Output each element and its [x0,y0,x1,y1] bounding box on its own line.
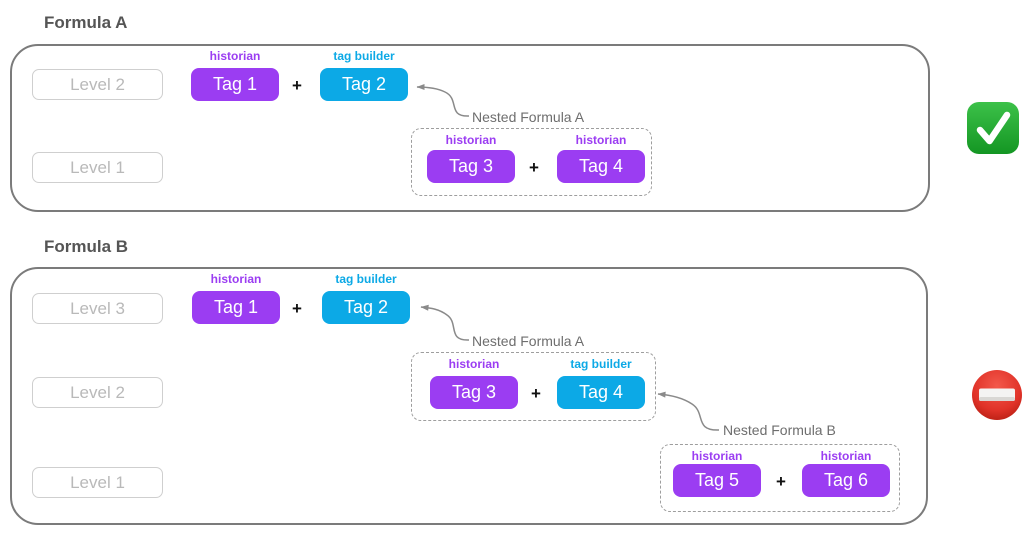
level-box: Level 2 [32,69,163,100]
tag-type-label: tag builder [333,49,395,63]
nested-formula-callout: Nested Formula B [723,422,836,438]
formula-a-title: Formula A [44,13,128,32]
level-box: Level 1 [32,467,163,498]
tag-type-label: historian [209,49,261,63]
tag-chip: Tag 2 [320,68,408,101]
tag-type-label: tag builder [335,272,397,286]
tag-chip: Tag 3 [430,376,518,409]
tag-type-label: historian [445,133,497,147]
check-icon [966,101,1020,160]
nested-formula-callout: Nested Formula A [472,333,585,349]
nested-formula-callout: Nested Formula A [472,109,585,125]
tag-chip: Tag 3 [427,150,515,183]
tag-type-label: historian [691,449,743,463]
formula-b-title: Formula B [44,237,129,256]
no-entry-icon [971,369,1023,426]
plus-operator: + [292,76,302,95]
plus-operator: + [776,472,786,491]
tag-type-label: historian [820,449,872,463]
nested-formula-box [660,444,900,512]
tag-chip: Tag 6 [802,464,890,497]
tag-chip: Tag 1 [191,68,279,101]
nested-formula-box [411,352,656,421]
plus-operator: + [292,299,302,318]
tag-type-label: tag builder [570,357,632,371]
nested-formula-box [411,128,652,196]
level-box: Level 3 [32,293,163,324]
tag-chip: Tag 4 [557,150,645,183]
tag-chip: Tag 5 [673,464,761,497]
plus-operator: + [529,158,539,177]
level-box: Level 2 [32,377,163,408]
tag-type-label: historian [210,272,262,286]
tag-chip: Tag 2 [322,291,410,324]
level-box: Level 1 [32,152,163,183]
tag-chip: Tag 1 [192,291,280,324]
tag-type-label: historian [575,133,627,147]
plus-operator: + [531,384,541,403]
tag-type-label: historian [448,357,500,371]
tag-chip: Tag 4 [557,376,645,409]
